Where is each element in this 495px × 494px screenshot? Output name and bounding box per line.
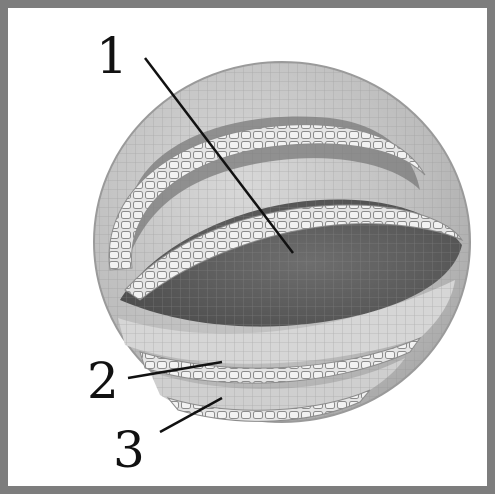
callout-label-3: 3	[113, 421, 145, 479]
callout-label-2: 2	[87, 352, 119, 410]
callout-label-1: 1	[96, 27, 128, 85]
